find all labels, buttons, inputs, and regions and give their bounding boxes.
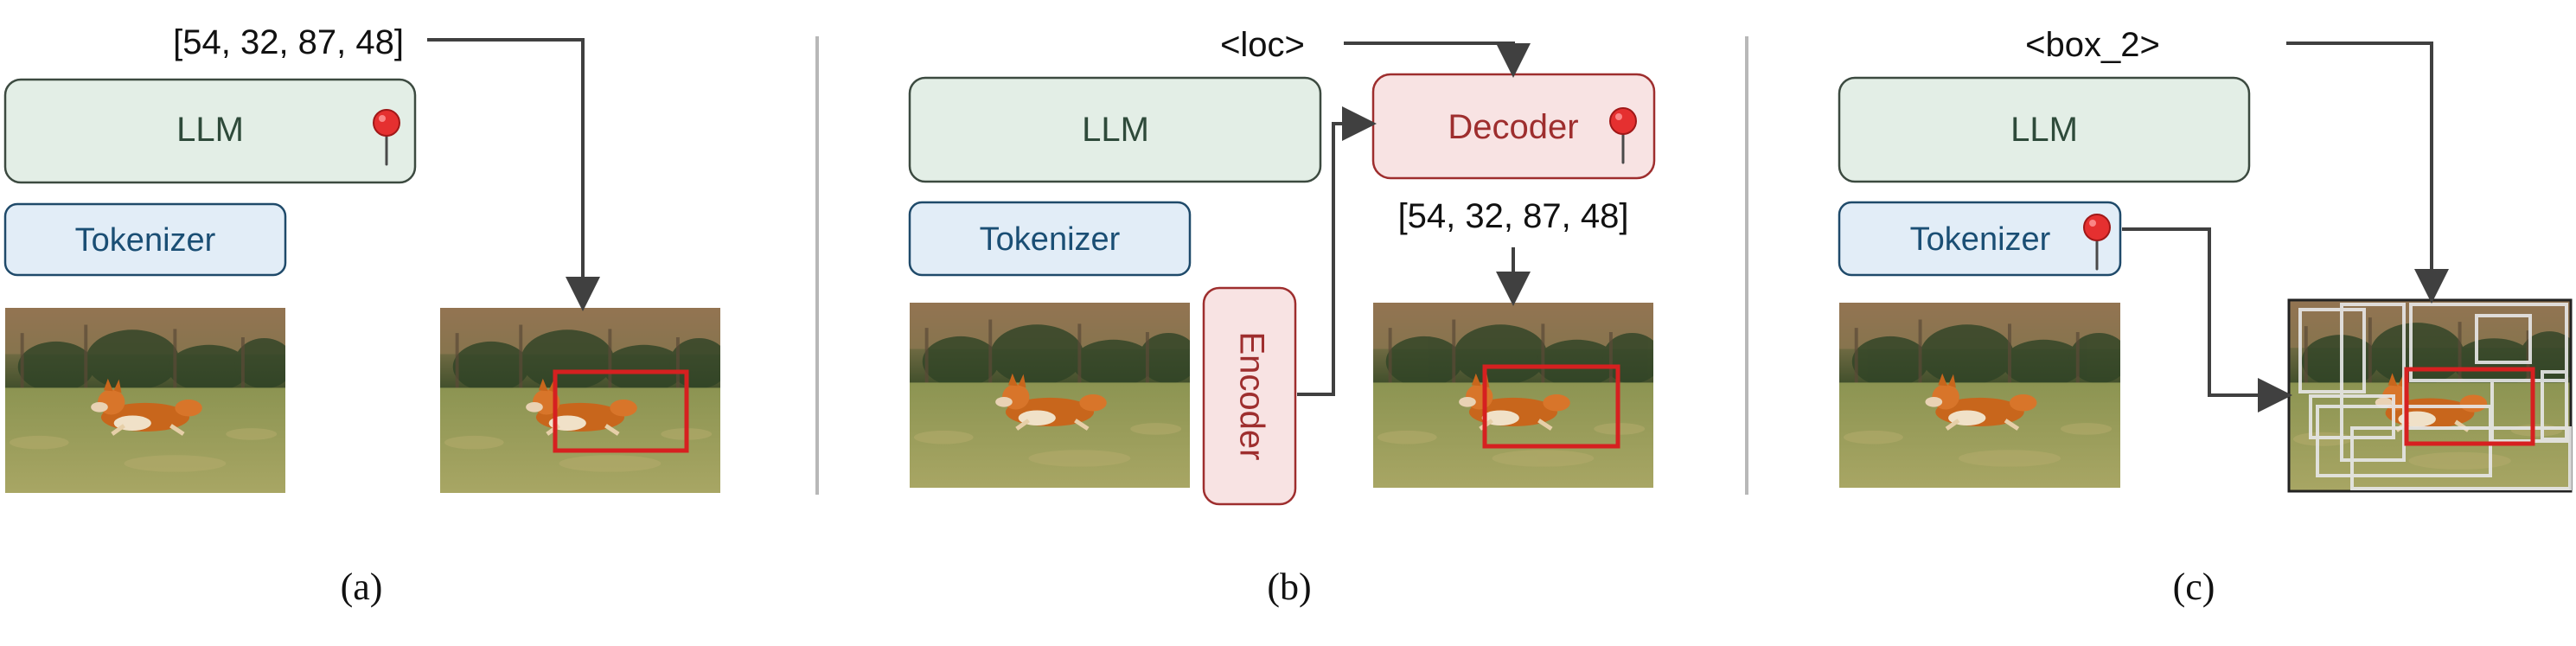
panel-a-tokenizer-box: [3, 202, 287, 277]
panel-c-tokenizer-arrow-icon: [2122, 227, 2292, 413]
panel-b-tokenizer-label: Tokenizer: [980, 221, 1121, 258]
panel-b-encoder-arrow-icon: [1297, 106, 1377, 396]
panel-b-tokenizer-box: [908, 201, 1192, 277]
panel-a-tokenizer-label: Tokenizer: [75, 222, 216, 259]
panel-a: [54, 32, 87, 48] LLM Tokenizer (a): [3, 23, 729, 608]
panel-c-arrow-icon: [2286, 42, 2449, 304]
panel-a-bounding-box: [553, 369, 689, 453]
panel-b-input-image: [910, 303, 1199, 488]
panel-a-arrow-icon: [427, 38, 600, 311]
panel-b-encoder-label: Encoder: [1232, 332, 1270, 461]
panel-a-input-image: [5, 308, 294, 493]
panel-a-caption: (a): [341, 566, 383, 608]
panel-b-encoder-box: [1202, 286, 1297, 506]
panel-c-caption: (c): [2173, 566, 2215, 608]
panel-b: <loc> LLM Decoder Tokenizer [54, 32, 87,…: [908, 26, 1656, 608]
panel-b-caption: (b): [1267, 566, 1311, 608]
panel-a-output-coords: [54, 32, 87, 48]: [173, 23, 404, 61]
panel-c-input-image: [1839, 303, 2129, 488]
panel-c-llm-box: [1838, 76, 2251, 183]
panel-c-box-token: <box_2>: [2025, 26, 2160, 64]
panel-b-loc-token: <loc>: [1220, 26, 1305, 64]
panel-c-candidate-image: [2287, 298, 2573, 493]
panel-c-llm-label: LLM: [2010, 111, 2078, 149]
panel-b-llm-label: LLM: [1082, 111, 1149, 149]
panel-b-output-coords: [54, 32, 87, 48]: [1398, 197, 1629, 235]
panel-a-llm-label: LLM: [176, 111, 244, 149]
panel-b-llm-box: [908, 76, 1322, 183]
panel-b-decoder-label: Decoder: [1448, 108, 1578, 146]
panel-c-tokenizer-box: [1838, 201, 2122, 277]
panel-b-bounding-box: [1482, 364, 1620, 449]
panel-a-llm-box: [3, 78, 417, 184]
panel-c: <box_2> LLM Tokenizer (c): [1838, 26, 2573, 608]
panel-c-tokenizer-label: Tokenizer: [1910, 221, 2051, 258]
panel-b-arrow-icon: [1344, 42, 1531, 78]
